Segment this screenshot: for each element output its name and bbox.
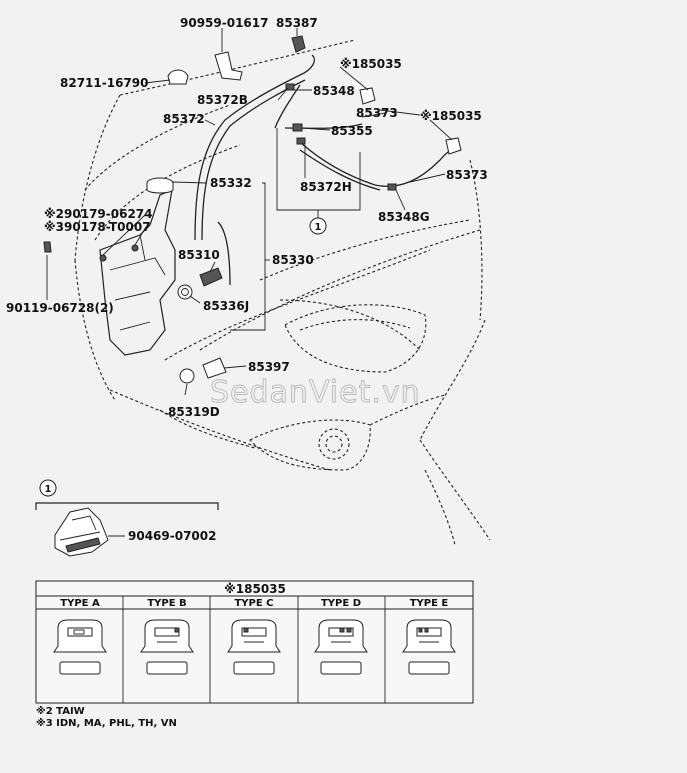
label-85035-top: ※185035 — [340, 57, 402, 71]
footnote-regions: ※3 IDN, MA, PHL, TH, VN — [36, 717, 177, 729]
type-a-header: TYPE A — [60, 598, 100, 609]
washer-tank — [99, 177, 176, 356]
label-85373-a: 85373 — [356, 106, 398, 120]
label-85332: 85332 — [210, 176, 252, 190]
label-85397: 85397 — [248, 360, 290, 374]
type-d-header: TYPE D — [321, 598, 361, 609]
label-90119-06728: 90119-06728(2) — [6, 301, 114, 315]
nozzle-type-b — [140, 619, 194, 675]
label-85319d: 85319D — [168, 405, 220, 419]
label-85336j: 85336J — [203, 299, 249, 313]
type-e-header: TYPE E — [410, 598, 449, 609]
label-85035-right: ※185035 — [420, 109, 482, 123]
label-85387: 85387 — [276, 16, 318, 30]
table-title: ※185035 — [224, 582, 286, 596]
label-90179-06274: ※290179-06274 — [44, 207, 153, 221]
label-85355: 85355 — [331, 124, 373, 138]
type-b-header: TYPE B — [147, 598, 186, 609]
nozzle-type-a — [53, 619, 107, 675]
callout-1-top: 1 — [309, 217, 327, 235]
footnotes: ※2 TAIW ※3 IDN, MA, PHL, TH, VN — [36, 705, 177, 729]
footnote-taiw: ※2 TAIW — [36, 705, 85, 717]
label-85373-b: 85373 — [446, 168, 488, 182]
nozzle-type-e — [402, 619, 456, 675]
small-parts — [43, 35, 462, 384]
label-85330: 85330 — [272, 253, 314, 267]
vehicle-body-outline — [74, 39, 491, 546]
label-85372h: 85372H — [300, 180, 352, 194]
part-labels: 90959-01617 85387 ※185035 82711-16790 85… — [6, 16, 488, 419]
label-90469-07002: 90469-07002 — [128, 529, 216, 543]
label-90178-t0007: ※390178-T0007 — [44, 220, 151, 234]
label-90959-01617: 90959-01617 — [180, 16, 268, 30]
detail-1-box: 1 90469-07002 — [35, 479, 219, 557]
nozzle-type-c — [227, 619, 281, 675]
callout-number: 1 — [315, 222, 322, 233]
label-82711-16790: 82711-16790 — [60, 76, 148, 90]
callout-number: 1 — [45, 484, 52, 495]
leader-lines — [46, 28, 453, 396]
label-85372: 85372 — [163, 112, 205, 126]
label-85372b: 85372B — [197, 93, 248, 107]
type-c-header: TYPE C — [234, 598, 273, 609]
watermark: SedanViet.vn — [210, 375, 421, 410]
label-85348g: 85348G — [378, 210, 430, 224]
nozzle-types-table: ※185035 TYPE A TYPE B TYPE C TYPE D TYPE… — [35, 580, 474, 704]
label-85310: 85310 — [178, 248, 220, 262]
nozzle-type-d — [314, 619, 368, 675]
label-85348: 85348 — [313, 84, 355, 98]
